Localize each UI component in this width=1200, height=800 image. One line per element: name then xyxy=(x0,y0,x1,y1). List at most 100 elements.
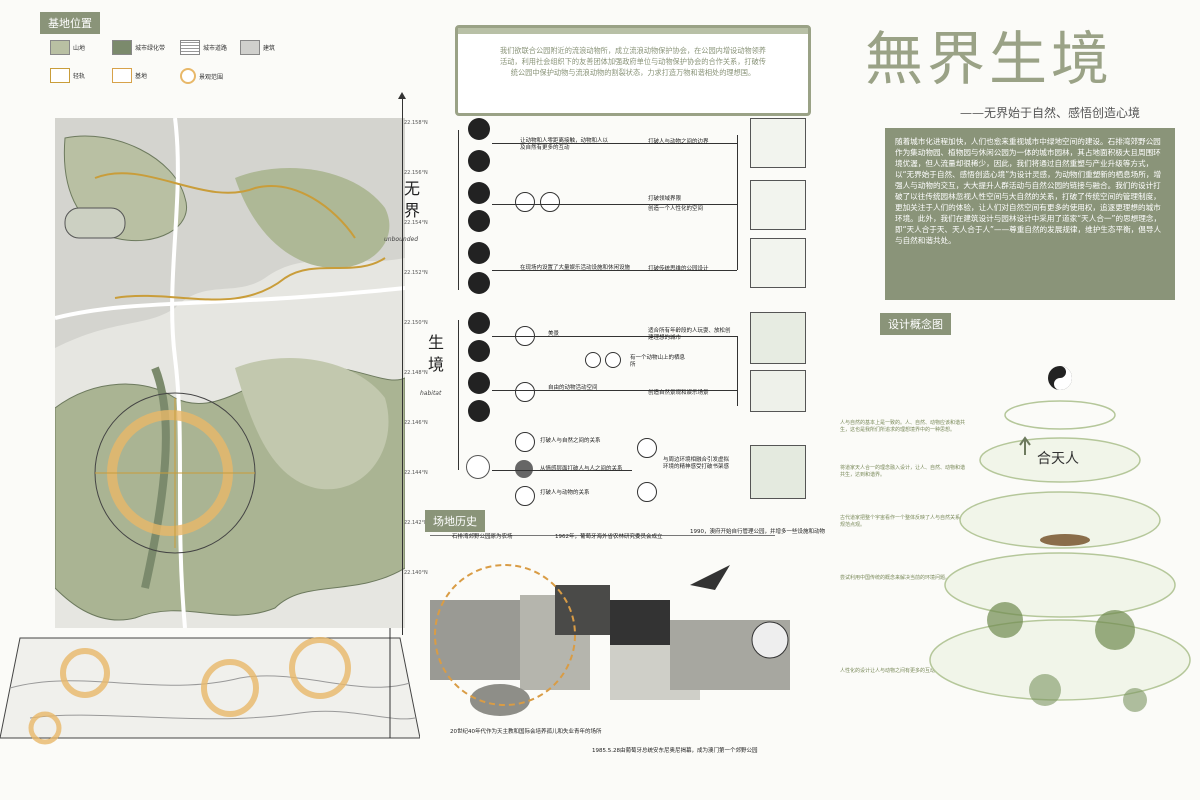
heart-person-icon xyxy=(637,482,657,502)
family-icon xyxy=(468,340,490,362)
diagram-spine xyxy=(458,130,459,290)
tree-icon xyxy=(468,242,490,264)
label-l8: 适合所有年龄段的人玩耍、放松创建理想的城市 xyxy=(648,328,731,342)
deer-icon xyxy=(585,352,601,368)
connector-line xyxy=(492,470,632,471)
light-rail-swatch xyxy=(50,68,70,83)
parasol-icon xyxy=(468,400,490,422)
bus-icon xyxy=(540,192,560,212)
history-collage xyxy=(430,545,830,745)
axis-tick: 22.140°N xyxy=(404,570,428,576)
label-l2: 打破人与动物之间的边界 xyxy=(648,139,709,145)
label-l6: 打破传统思维的公园设计 xyxy=(648,266,709,272)
concept-note: 人与自然的基本上是一致的。人、自然、动物应该和谐共生，这也是我所们所追求的理想境… xyxy=(840,420,966,433)
greenbelt-swatch xyxy=(112,40,132,55)
label-l4: 创造一个人性化的空间 xyxy=(648,206,704,212)
history-event: 1990，澳府开始自行管理公园，并增多一些设施和动物 xyxy=(690,529,825,535)
wujie-en: unbounded xyxy=(384,236,418,243)
people-icon xyxy=(515,460,533,478)
history-event: 石排湾郊野公园原为农场 xyxy=(452,534,513,540)
slide-icon xyxy=(468,272,490,294)
car-icon xyxy=(515,192,535,212)
history-event: 20世纪40年代作为天主教和国际会培养孤儿和失业青年的场所 xyxy=(450,729,602,735)
label-l10: 自由的动物活动空间 xyxy=(548,385,598,391)
label-l15: 与周边环境相融合引发虚拟环境的精神感受打破书架感 xyxy=(663,457,730,471)
axis-tick: 22.156°N xyxy=(404,170,428,176)
lion-icon xyxy=(468,372,490,394)
connector-line xyxy=(492,204,737,205)
history-collage-drawing xyxy=(430,564,790,716)
connector-line xyxy=(737,135,738,270)
map-ground-projection xyxy=(0,628,421,748)
thumb-animal xyxy=(750,370,806,412)
shengjing-en: habitat xyxy=(420,390,442,397)
label-l13: 从情感层面打破人与人之间的关系 xyxy=(540,466,623,472)
thumb-park xyxy=(750,238,806,288)
concept-note: 古代道家把整个宇宙看作一个整体反映了人与自然关系的规范点观。 xyxy=(840,515,966,528)
axis-tick: 22.144°N xyxy=(404,470,428,476)
label-l12: 打破人与自然之间的关系 xyxy=(540,438,601,444)
intro-text: 我们欲联合公园附近的流浪动物所，成立流浪动物保护协会，在公园内增设动物领养活动，… xyxy=(500,46,766,77)
concept-note: 尝试利用中国传统的概念来解决当前的环境问题。 xyxy=(840,575,951,581)
concept-rings: 合天人 xyxy=(925,360,1195,750)
label-l5: 在现场内设置了大量娱乐活动设施和休闲设施 xyxy=(520,265,631,271)
swan-icon xyxy=(515,382,535,402)
connector-line xyxy=(492,390,737,391)
axis-arrow-icon xyxy=(398,92,406,99)
site-map xyxy=(54,117,406,629)
connector-line xyxy=(737,336,738,406)
connector-line xyxy=(492,270,737,271)
concept-header: 设计概念图 xyxy=(880,313,951,335)
axis-tick: 22.146°N xyxy=(404,420,428,426)
description-text: 随着城市化进程加快，人们也愈来重视城市中绿地空间的建设。石排湾郊野公园作为集动物… xyxy=(895,137,1162,245)
site-location-header: 基地位置 xyxy=(40,12,100,34)
connector-line xyxy=(492,336,737,337)
label-l1: 让动物和人零距离接触，动物和人以及自然有更多的互动 xyxy=(520,138,609,152)
history-event: 1985.5.28由葡萄牙总统安东尼奥尼揭幕，成为澳门第一个郊野公园 xyxy=(592,748,758,754)
description-box: 随着城市化进程加快，人们也愈来重视城市中绿地空间的建设。石排湾郊野公园作为集动物… xyxy=(885,128,1175,300)
axis-tick: 22.152°N xyxy=(404,270,428,276)
building-swatch xyxy=(240,40,260,55)
shengjing-title: 生境 xyxy=(425,334,444,378)
concept-note: 将道家天人合一的理念融入设计，让人、自然、动物和谐共生，达到和谐界。 xyxy=(840,465,966,478)
dog-icon xyxy=(605,352,621,368)
axis-tick: 22.142°N xyxy=(404,520,428,526)
axis-tick: 22.150°N xyxy=(404,320,428,326)
label-l9: 有一个动物山上的栖息所 xyxy=(630,355,686,369)
thumb-space xyxy=(750,180,806,230)
label-l3: 打破领域界限 xyxy=(648,196,682,202)
label-l14: 打破人与动物的关系 xyxy=(540,490,590,496)
mountain-swatch xyxy=(50,40,70,55)
axis-tick: 22.148°N xyxy=(404,370,428,376)
building-icon xyxy=(468,182,490,204)
map-legend: 山地 城市绿化带 城市道路 建筑 轻轨 基地 景观范围 xyxy=(50,40,310,100)
tree-outline-icon xyxy=(515,432,535,452)
page-title: 無界生境 xyxy=(865,25,1114,93)
intro-box-bar xyxy=(458,28,808,34)
label-l7: 美景 xyxy=(548,331,560,337)
intro-box: 我们欲联合公园附近的流浪动物所，成立流浪动物保护协会，在公园内增设动物领养活动，… xyxy=(455,25,811,116)
thumb-interaction xyxy=(750,118,806,168)
timeline-top xyxy=(430,535,775,536)
bench-icon xyxy=(468,210,490,232)
connector-line xyxy=(492,143,737,144)
hand-leaf-icon xyxy=(637,438,657,458)
label-l11: 创造自然景观和娱乐场景 xyxy=(648,390,709,396)
thumb-landscape xyxy=(750,312,806,364)
axis-tick: 22.154°N xyxy=(404,220,428,226)
concept-badge: 合天人 xyxy=(1037,451,1079,467)
landscape-range-swatch xyxy=(180,68,196,84)
concept-rings-drawing xyxy=(929,366,1191,712)
history-event: 1962年，葡萄牙海外省农林研究委员会成立 xyxy=(555,534,663,540)
page-subtitle: ——无界始于自然、感悟创造心境 xyxy=(960,106,1141,120)
axis-tick: 22.158°N xyxy=(404,120,428,126)
panda-icon xyxy=(468,118,490,140)
history-header: 场地历史 xyxy=(425,510,485,532)
thumb-harmony xyxy=(750,445,806,499)
site-swatch xyxy=(112,68,132,83)
playground-icon xyxy=(468,312,490,334)
person-animal-icon xyxy=(515,486,535,506)
diagram-spine xyxy=(458,320,459,470)
wujie-title: 无界 xyxy=(401,180,420,224)
map-y-axis xyxy=(402,95,403,635)
